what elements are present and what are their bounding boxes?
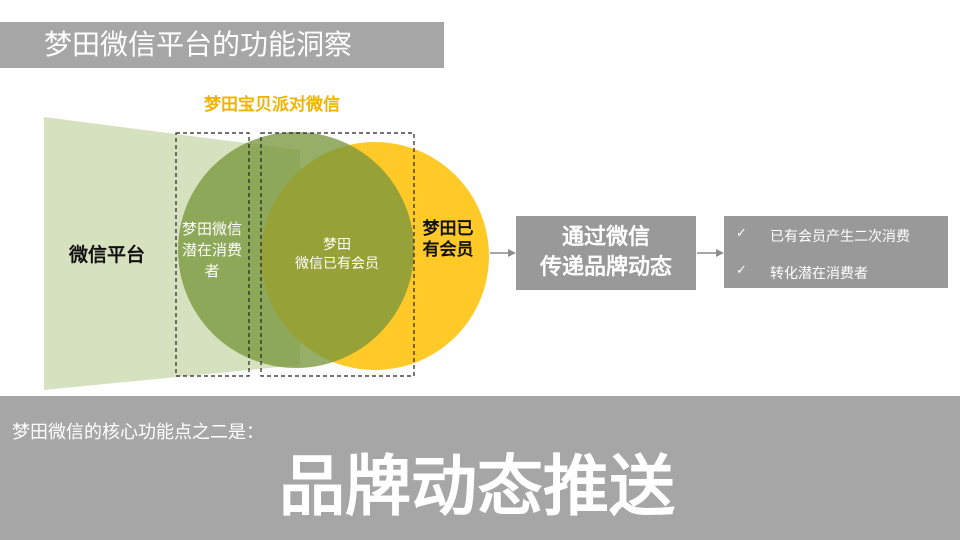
result-item: ✓ 转化潜在消费者 [724,263,948,283]
result-item-text: 已有会员产生二次消费 [770,229,910,245]
existing-members-label-line1: 梦田 [323,237,351,253]
bottom-band: 梦田微信的核心功能点之二是： 品牌动态推送 [0,396,960,540]
arrow-head-1 [508,249,516,257]
brand-dynamics-box: 通过微信 传递品牌动态 [516,216,696,290]
potential-consumers-label: 梦田微信潜在消费者 [181,220,242,280]
title-bar: 梦田微信平台的功能洞察 [0,22,444,68]
existing-members-outside-label: 梦田已有会员 [422,219,474,260]
existing-members-label-line2: 微信已有会员 [295,256,379,272]
result-item: ✓ 已有会员产生二次消费 [724,226,948,246]
diagram-subtitle: 梦田宝贝派对微信 [204,95,340,115]
core-function-intro: 梦田微信的核心功能点之二是： [12,422,264,443]
venn-diagram [44,117,724,390]
results-box: ✓ 已有会员产生二次消费 ✓ 转化潜在消费者 [724,216,948,288]
arrow-head-2 [716,249,724,257]
check-icon: ✓ [736,226,747,241]
check-icon: ✓ [736,263,747,278]
potential-consumers-dashed-box [175,132,250,377]
existing-members-dashed-box [260,132,415,377]
green-wechat-circle [178,132,414,368]
result-item-text: 转化潜在消费者 [770,266,868,282]
core-function-headline: 品牌动态推送 [279,448,675,525]
existing-members-label: 梦田 微信已有会员 [270,236,404,274]
brand-dynamics-line2: 传递品牌动态 [539,255,672,280]
wechat-platform-label: 微信平台 [68,244,145,266]
brand-dynamics-line1: 通过微信 [561,225,650,250]
page-title: 梦田微信平台的功能洞察 [44,28,353,61]
